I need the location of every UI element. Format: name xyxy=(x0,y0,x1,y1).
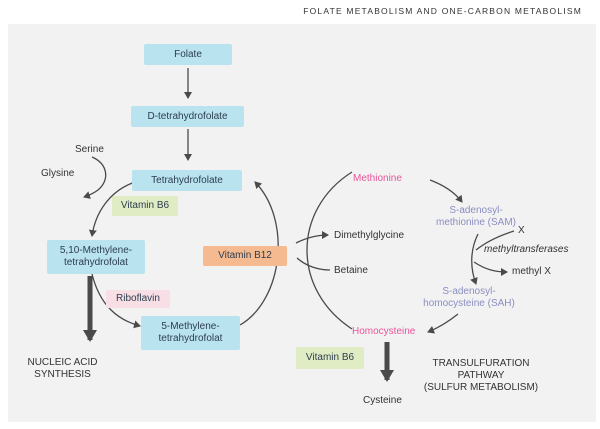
methyltransferases-label: methyltransferases xyxy=(484,244,569,255)
arrow-thf-mthf xyxy=(88,180,139,237)
folate-node: Folate xyxy=(144,44,232,65)
sah-line2: homocysteine (SAH) xyxy=(423,298,515,309)
arrow-met-sam xyxy=(429,179,463,203)
page-title: FOLATE METABOLISM AND ONE-CARBON METABOL… xyxy=(303,6,582,16)
glysine-label: Glysine xyxy=(41,168,75,179)
sam-label: S-adenosyl- methionine (SAM) xyxy=(426,205,526,229)
methylene-thf-line1: 5,10-Methylene- xyxy=(59,245,133,256)
methionine-label: Methionine xyxy=(353,173,402,184)
sam-line1: S-adenosyl- xyxy=(449,205,503,216)
nucleic-acid-synthesis-label: NUCLEIC ACID SYNTHESIS xyxy=(20,357,105,381)
trans-line3: (SULFUR METABOLISM) xyxy=(423,382,539,393)
methyl-x-label: methyl X xyxy=(512,266,551,277)
5-methylene-thf-line1: 5-Methylene- xyxy=(161,321,220,332)
arrow-x xyxy=(475,230,515,251)
trans-line2: PATHWAY xyxy=(457,370,505,381)
sam-line2: methionine (SAM) xyxy=(435,217,517,228)
sah-line1: S-adenosyl- xyxy=(442,286,496,297)
dimethylglycine-label: Dimethylglycine xyxy=(334,230,405,241)
vitamin-b12-node: Vitamin B12 xyxy=(203,246,287,266)
5-methylene-thf-line2: tetrahydrofolat xyxy=(158,333,223,344)
methylene-thf-line2: tetrahydrofolat xyxy=(64,257,128,268)
tetrahydrofolate-node: Tetrahydrofolate xyxy=(132,170,242,191)
arrow-betaine xyxy=(296,257,331,271)
arrow-serine-glysine xyxy=(83,156,107,199)
betaine-label: Betaine xyxy=(334,265,368,276)
homocysteine-label: Homocysteine xyxy=(352,326,416,337)
sah-label: S-adenosyl- homocysteine (SAH) xyxy=(414,286,524,310)
nucleic-line1: NUCLEIC ACID xyxy=(27,357,98,368)
vitamin-b6-right-node: Vitamin B6 xyxy=(296,347,364,369)
x-label: X xyxy=(518,225,525,236)
d-tetrahydrofolate-node: D-tetrahydrofolate xyxy=(131,106,244,127)
methylene-thf-node: 5,10-Methylene- tetrahydrofolat xyxy=(47,240,145,274)
5-methylene-thf-node: 5-Methylene- tetrahydrofolat xyxy=(141,316,240,350)
riboflavin-node: Riboflavin xyxy=(106,290,170,308)
serine-label: Serine xyxy=(75,144,104,155)
arrow-methylx xyxy=(473,261,508,276)
arrow-dimethylglycine xyxy=(295,231,329,244)
arc-betaine xyxy=(306,171,353,330)
trans-line1: TRANSULFURATION xyxy=(432,358,530,369)
arrow-sah-hcy xyxy=(427,313,459,334)
nucleic-line2: SYNTHESIS xyxy=(34,369,91,380)
vitamin-b6-left-node: Vitamin B6 xyxy=(112,196,178,216)
transulfuration-label: TRANSULFURATION PATHWAY (SULFUR METABOLI… xyxy=(420,358,542,394)
arrow-mthf-m5thf xyxy=(91,273,141,329)
cysteine-label: Cysteine xyxy=(363,395,402,406)
arrow-sam-sah xyxy=(470,233,479,285)
